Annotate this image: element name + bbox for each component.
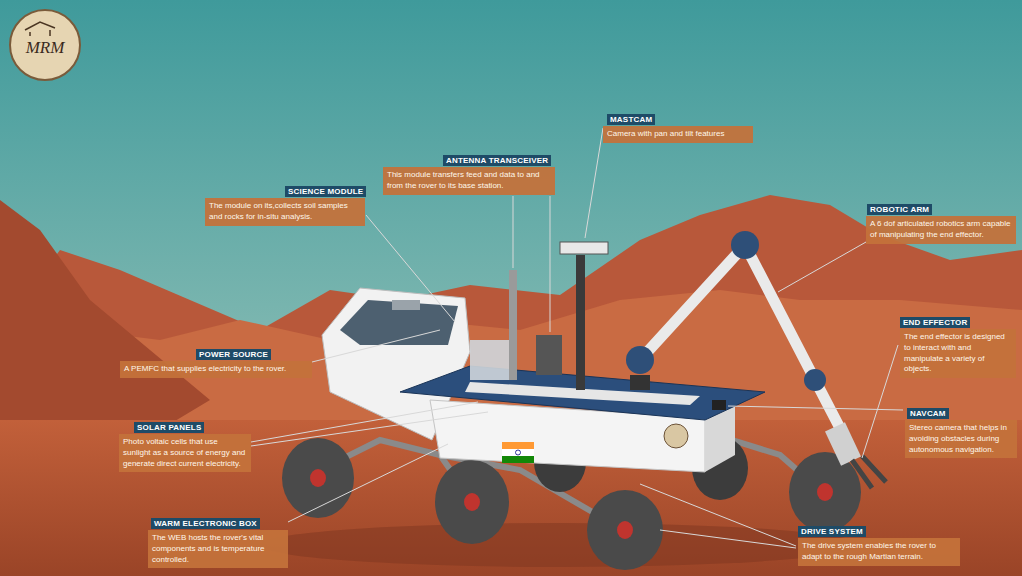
callout-description: A 6 dof articulated robotics arm capable… (866, 216, 1016, 244)
callout-heading: SOLAR PANELS (134, 422, 204, 433)
callout-box: MASTCAMCamera with pan and tilt features (603, 108, 753, 143)
callout-heading: SCIENCE MODULE (285, 186, 366, 197)
callout-box: WARM ELECTRONIC BOXThe WEB hosts the rov… (148, 512, 288, 568)
callout-heading: DRIVE SYSTEM (798, 526, 866, 537)
callout-description: Photo voltaic cells that use sunlight as… (119, 434, 251, 472)
callout-box: SOLAR PANELSPhoto voltaic cells that use… (119, 416, 251, 472)
callout-heading: MASTCAM (607, 114, 655, 125)
callout-heading: END EFFECTOR (900, 317, 970, 328)
callout-description: Camera with pan and tilt features (603, 126, 753, 143)
callout-description: The drive system enables the rover to ad… (798, 538, 960, 566)
callout-heading: ANTENNA TRANSCEIVER (443, 155, 551, 166)
callout-box: ROBOTIC ARMA 6 dof articulated robotics … (866, 198, 1016, 244)
callout-box: ANTENNA TRANSCEIVERThis module transfers… (383, 149, 555, 195)
callout-description: Stereo camera that helps in avoiding obs… (905, 420, 1017, 458)
callout-heading: ROBOTIC ARM (867, 204, 932, 215)
callout-heading: WARM ELECTRONIC BOX (151, 518, 260, 529)
callout-box: DRIVE SYSTEMThe drive system enables the… (798, 520, 960, 566)
callout-description: A PEMFC that supplies electricity to the… (120, 361, 312, 378)
callout-description: The end effector is designed to interact… (900, 329, 1016, 378)
logo-text: MRM (18, 38, 72, 58)
callout-description: This module transfers feed and data to a… (383, 167, 555, 195)
callout-box: POWER SOURCEA PEMFC that supplies electr… (120, 343, 312, 378)
callout-description: The module on its,collects soil samples … (205, 198, 365, 226)
callout-box: NAVCAMStereo camera that helps in avoidi… (905, 402, 1017, 458)
callout-box: END EFFECTORThe end effector is designed… (900, 311, 1016, 378)
callout-description: The WEB hosts the rover's vital componen… (148, 530, 288, 568)
callout-box: SCIENCE MODULEThe module on its,collects… (205, 180, 365, 226)
callout-heading: POWER SOURCE (196, 349, 271, 360)
callout-heading: NAVCAM (907, 408, 949, 419)
